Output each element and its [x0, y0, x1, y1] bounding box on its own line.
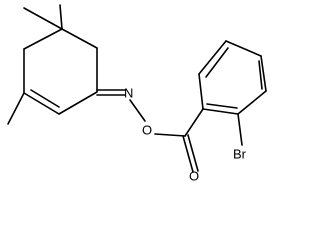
molecule-structure-diagram: N O O Br	[7, 4, 267, 183]
benzene-inner-double-3	[206, 103, 238, 109]
n-o-bond	[129, 99, 146, 122]
nitrogen-label: N	[124, 85, 133, 100]
benzene-bond-2	[198, 40, 227, 75]
carbonyl-aryl-bond	[184, 108, 204, 137]
ring-bond-c4-c5	[23, 92, 60, 115]
ring-bond-c6-c1	[23, 28, 63, 50]
benzene-inner-double-1	[205, 47, 229, 78]
gem-dimethyl-bond-left	[23, 7, 63, 30]
ring-bond-c3-c4	[58, 91, 98, 115]
oxime-ester-linkage	[96, 89, 204, 173]
carbonyl-oxygen-label: O	[189, 168, 199, 183]
ring-bond-c1-c2	[61, 28, 98, 49]
methyl-groups	[7, 4, 63, 125]
cyclohexene-ring	[23, 28, 98, 115]
ring-bond-c4-c5-double	[30, 89, 60, 108]
carbonyl-double-bond-a	[182, 135, 194, 173]
benzene-bond-4	[260, 55, 267, 92]
benzene-bond-5	[237, 90, 267, 115]
carbonyl-double-bond-b	[187, 134, 199, 172]
aryl-bromine-bond	[237, 113, 243, 146]
benzene-bond-1	[198, 73, 204, 110]
gem-dimethyl-bond-top	[59, 4, 63, 30]
ester-oxygen-label: O	[142, 122, 152, 137]
benzene-inner-double-2	[258, 60, 263, 90]
benzene-ring	[198, 40, 267, 146]
benzene-bond-3	[225, 40, 262, 57]
vinyl-methyl-bond	[7, 92, 25, 125]
benzene-bond-6	[202, 108, 239, 115]
bromine-label: Br	[233, 146, 247, 161]
o-carbonyl-bond	[154, 133, 186, 137]
